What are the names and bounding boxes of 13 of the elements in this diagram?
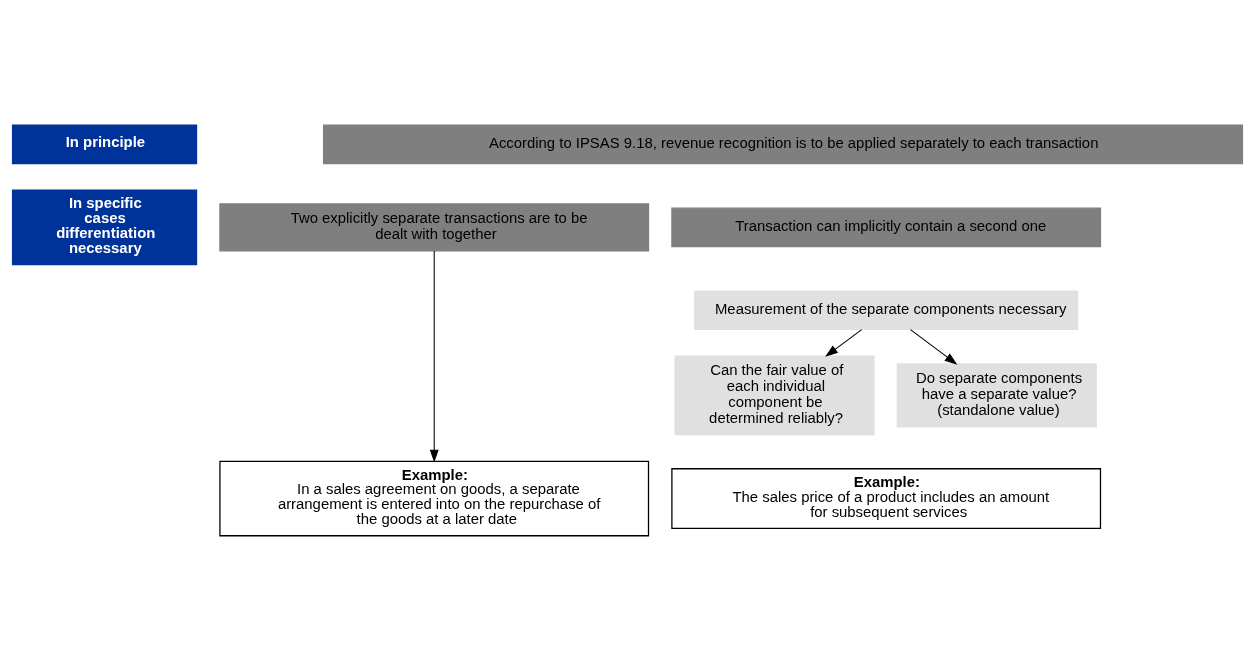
arrow [825, 328, 863, 357]
node-box: Example: The sales price of a product includes an amount for subsequent services [671, 467, 1102, 529]
node-box: Two explicitly separate transactions are to be dealt with together [219, 202, 650, 251]
node-box: Do separate components have a separate value? (standalone value) [896, 362, 1097, 427]
node-box: Transaction can implicitly contain a second one [671, 207, 1102, 247]
node-box: According to IPSAS 9.18, revenue recognition is to be applied separately to each transaction [323, 124, 1244, 164]
node-box: Example: In a sales agreement on goods, a separate arrangement is entered into on the repurchase of the goods at a later date [219, 460, 650, 536]
arrow [429, 249, 439, 463]
node-box: Can the fair value of each individual component be determined reliably? [674, 354, 875, 435]
arrow [909, 328, 958, 365]
node-box: In specific cases differentiation necessary [11, 189, 198, 265]
node-box: Measurement of the separate components necessary [694, 290, 1079, 330]
node-box: In principle [11, 124, 198, 164]
